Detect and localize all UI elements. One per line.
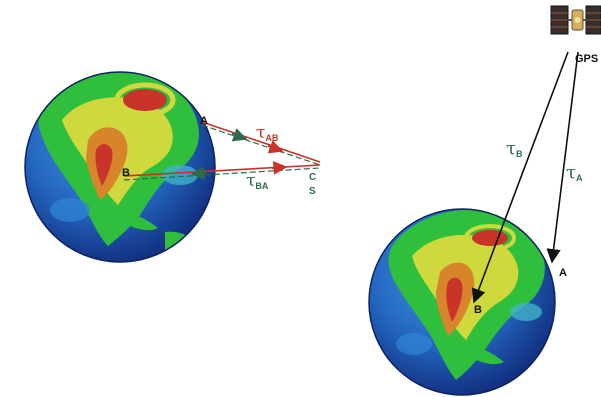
right-globe-land bbox=[388, 209, 545, 380]
tau-ba-label: τBA bbox=[246, 171, 269, 191]
tau-b-label: τB bbox=[506, 138, 523, 159]
left-globe-land bbox=[38, 72, 200, 258]
left-signal-lines bbox=[123, 121, 321, 181]
gps-label: GPS bbox=[575, 53, 598, 65]
ray-a-red bbox=[201, 121, 321, 163]
arrow-from-b bbox=[271, 160, 288, 175]
right-point-b-label: B bbox=[474, 304, 482, 316]
arrow-toward-a bbox=[231, 128, 248, 142]
signal-arrow-to-b bbox=[471, 51, 569, 304]
ray-a-green bbox=[201, 124, 321, 166]
arrow-from-a bbox=[267, 140, 284, 154]
left-cut-label-2: S bbox=[309, 186, 316, 197]
signal-arrow-to-a bbox=[546, 51, 579, 264]
tau-ab-label: τAB bbox=[256, 123, 279, 143]
tau-a-label: τA bbox=[566, 162, 583, 183]
right-point-a-label: A bbox=[559, 267, 567, 279]
left-point-a-label: A bbox=[200, 115, 208, 127]
left-globe bbox=[24, 71, 216, 263]
right-globe bbox=[368, 208, 556, 396]
left-point-b-label: B bbox=[122, 167, 130, 179]
left-cut-label-1: C bbox=[309, 172, 316, 183]
arrow-toward-b bbox=[190, 166, 207, 181]
gps-satellite-icon bbox=[550, 5, 601, 35]
